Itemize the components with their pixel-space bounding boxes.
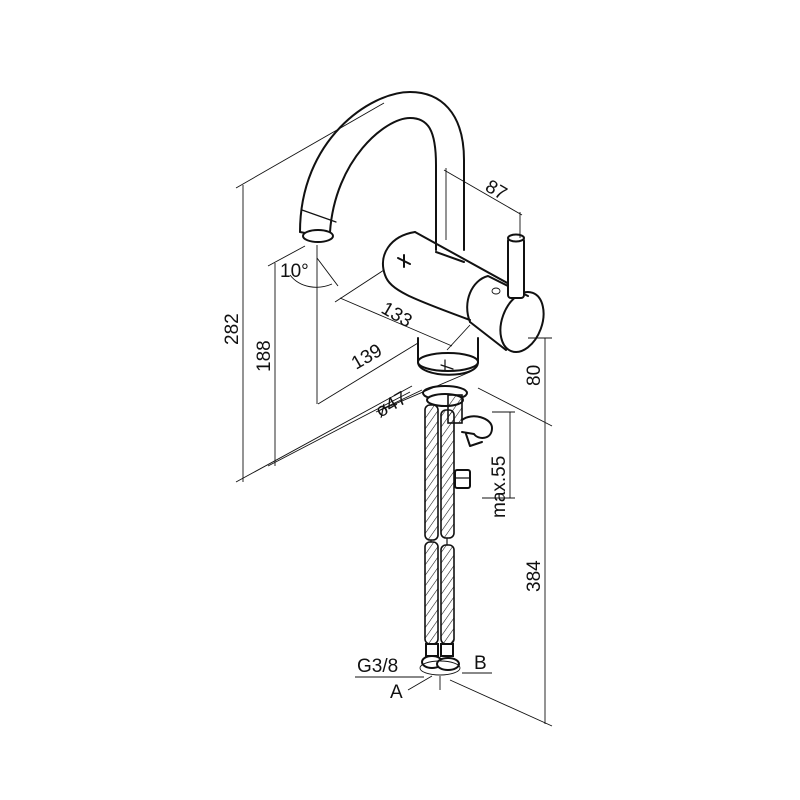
nut bbox=[454, 469, 471, 489]
supply-hoses bbox=[424, 404, 455, 645]
dim-282: 282 bbox=[222, 313, 243, 345]
hose-connectors bbox=[419, 643, 461, 676]
callout-a: A bbox=[390, 682, 403, 703]
dim-188: 188 bbox=[254, 340, 275, 372]
callout-b: B bbox=[474, 653, 487, 674]
faucet-spout bbox=[299, 91, 465, 251]
dim-139: 139 bbox=[348, 340, 386, 374]
dim-80: 80 bbox=[524, 365, 545, 386]
aerator bbox=[302, 229, 334, 243]
dim-max-55: max.55 bbox=[489, 456, 510, 518]
dim-10-degrees: 10° bbox=[280, 261, 309, 282]
dim-diameter-47: ø47 bbox=[372, 388, 411, 423]
cold-mark-icon bbox=[397, 254, 411, 268]
dim-384: 384 bbox=[524, 560, 545, 592]
faucet-base bbox=[417, 337, 479, 407]
faucet-body bbox=[382, 231, 521, 321]
callout-thread: G3/8 bbox=[357, 656, 398, 677]
dimension-lines bbox=[235, 102, 553, 727]
dim-87: 87 bbox=[482, 176, 511, 205]
dim-133: 133 bbox=[378, 298, 416, 332]
centre-mark-icon bbox=[440, 359, 454, 371]
faucet-handle bbox=[466, 233, 545, 353]
